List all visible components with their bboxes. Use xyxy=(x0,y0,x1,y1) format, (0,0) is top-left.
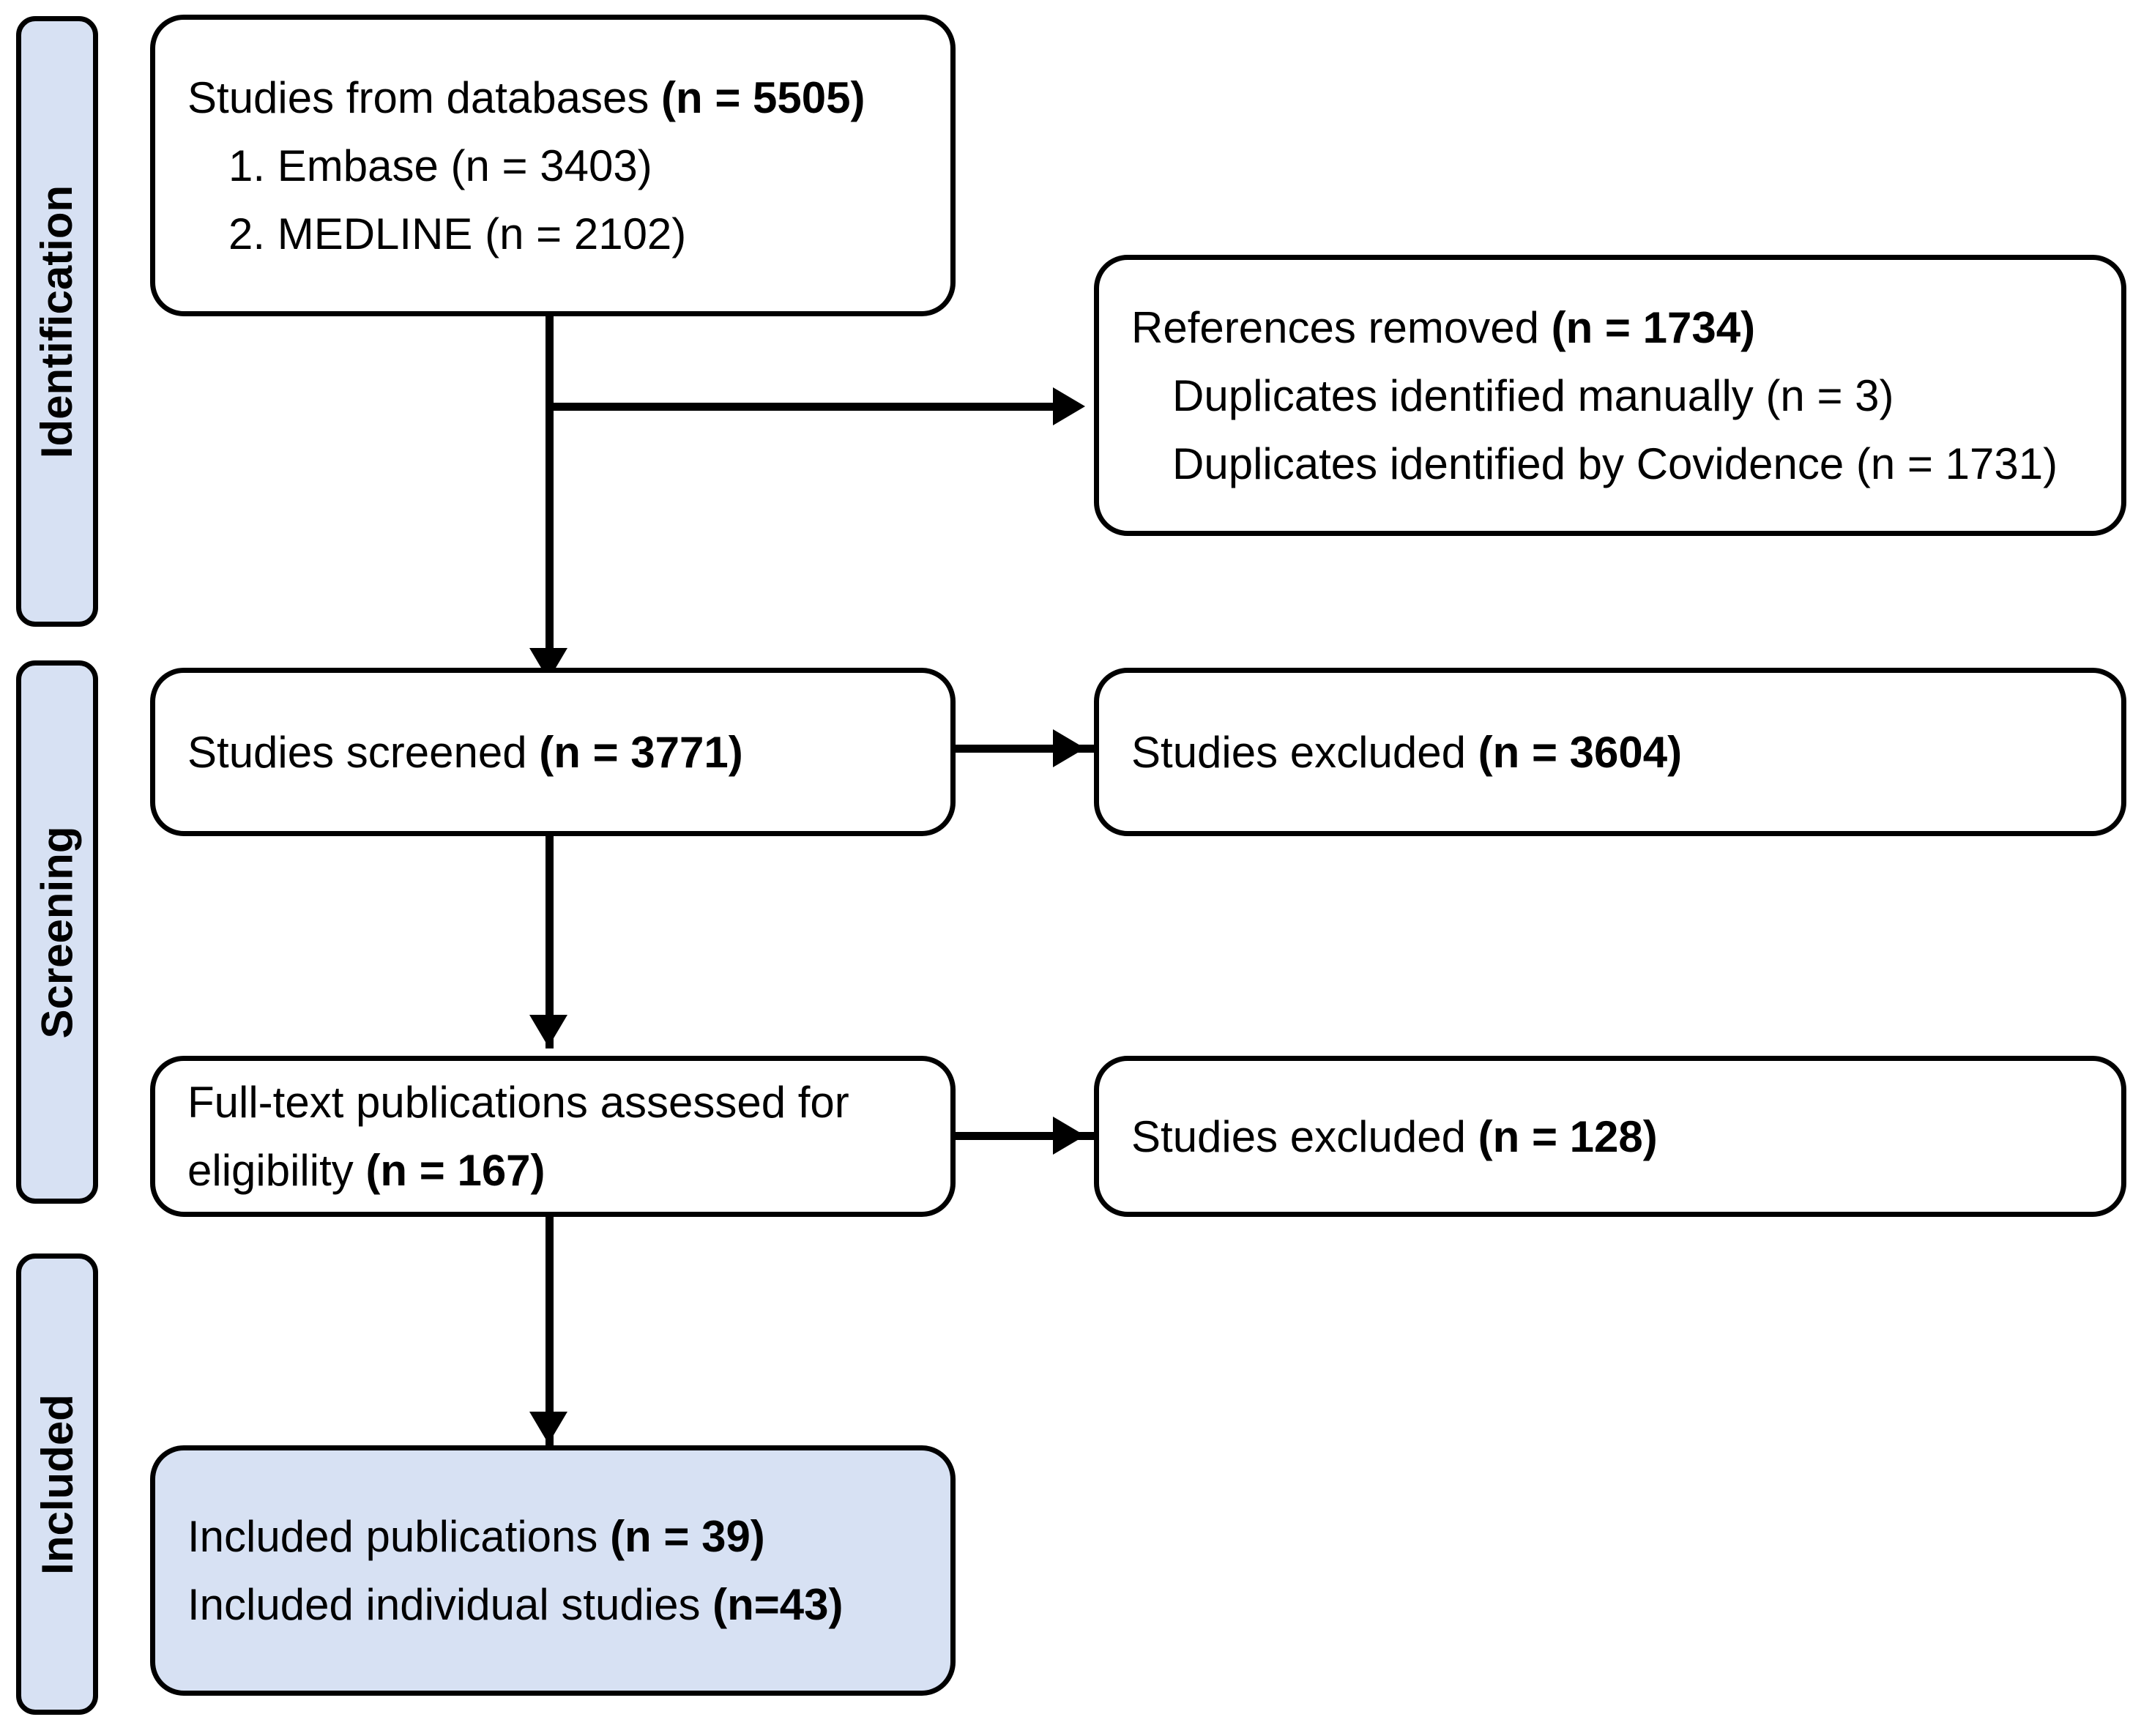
connector-screened-right xyxy=(952,745,1094,753)
connector-databases-right xyxy=(546,403,1058,411)
databases-heading: Studies from databases (n = 5505) xyxy=(187,72,865,122)
studies-excluded-eligibility-text: Studies excluded (n = 128) xyxy=(1131,1111,1658,1161)
box-included-publications: Included publications (n = 39) Included … xyxy=(150,1445,956,1696)
references-removed-detail-2: Duplicates identified by Covidence (n = … xyxy=(1172,439,2058,488)
databases-source-2: 2. MEDLINE (n = 2102) xyxy=(228,209,687,258)
stage-band-identification: Identification xyxy=(16,16,98,627)
box-studies-from-databases: Studies from databases (n = 5505) 1. Emb… xyxy=(150,15,956,316)
box-studies-screened: Studies screened (n = 3771) xyxy=(150,668,956,836)
databases-heading-count: (n = 5505) xyxy=(661,72,865,122)
box-references-removed: References removed (n = 1734) Duplicates… xyxy=(1094,255,2126,536)
stage-label-identification: Identification xyxy=(32,185,82,458)
included-publications-count: (n = 39) xyxy=(610,1512,765,1561)
stage-label-included: Included xyxy=(32,1393,82,1575)
databases-source-1: 1. Embase (n = 3403) xyxy=(228,141,652,190)
arrowhead-down-to-fulltext xyxy=(529,1015,567,1047)
studies-screened-text: Studies screened (n = 3771) xyxy=(187,727,743,777)
fulltext-assessed-count: (n = 167) xyxy=(365,1146,546,1195)
connector-databases-down xyxy=(546,316,554,681)
stage-label-screening: Screening xyxy=(32,825,82,1039)
studies-screened-count: (n = 3771) xyxy=(539,727,743,777)
box-studies-excluded-screening: Studies excluded (n = 3604) xyxy=(1094,668,2126,836)
connector-fulltext-down xyxy=(546,1217,554,1445)
references-removed-detail-1: Duplicates identified manually (n = 3) xyxy=(1172,370,1894,420)
arrowhead-right-to-excluded-eligibility xyxy=(1053,1117,1085,1155)
included-individual-studies-count: (n=43) xyxy=(712,1580,844,1629)
box-fulltext-assessed: Full-text publications assessed for elig… xyxy=(150,1056,956,1217)
included-individual-studies-text: Included individual studies (n=43) xyxy=(187,1580,844,1629)
arrowhead-right-to-references-removed xyxy=(1053,387,1085,425)
included-publications-text: Included publications (n = 39) xyxy=(187,1512,765,1561)
stage-band-screening: Screening xyxy=(16,660,98,1204)
connector-fulltext-right xyxy=(952,1132,1094,1140)
studies-excluded-eligibility-count: (n = 128) xyxy=(1478,1111,1658,1161)
references-removed-count: (n = 1734) xyxy=(1551,302,1756,352)
connector-screened-down xyxy=(546,835,554,1048)
references-removed-heading: References removed (n = 1734) xyxy=(1131,302,1756,352)
fulltext-assessed-text: Full-text publications assessed for elig… xyxy=(187,1078,849,1195)
arrowhead-right-to-excluded-screening xyxy=(1053,729,1085,767)
studies-excluded-screening-count: (n = 3604) xyxy=(1478,727,1683,777)
stage-band-included: Included xyxy=(16,1253,98,1715)
box-studies-excluded-eligibility: Studies excluded (n = 128) xyxy=(1094,1056,2126,1217)
studies-excluded-screening-text: Studies excluded (n = 3604) xyxy=(1131,727,1683,777)
arrowhead-down-to-included xyxy=(529,1412,567,1444)
